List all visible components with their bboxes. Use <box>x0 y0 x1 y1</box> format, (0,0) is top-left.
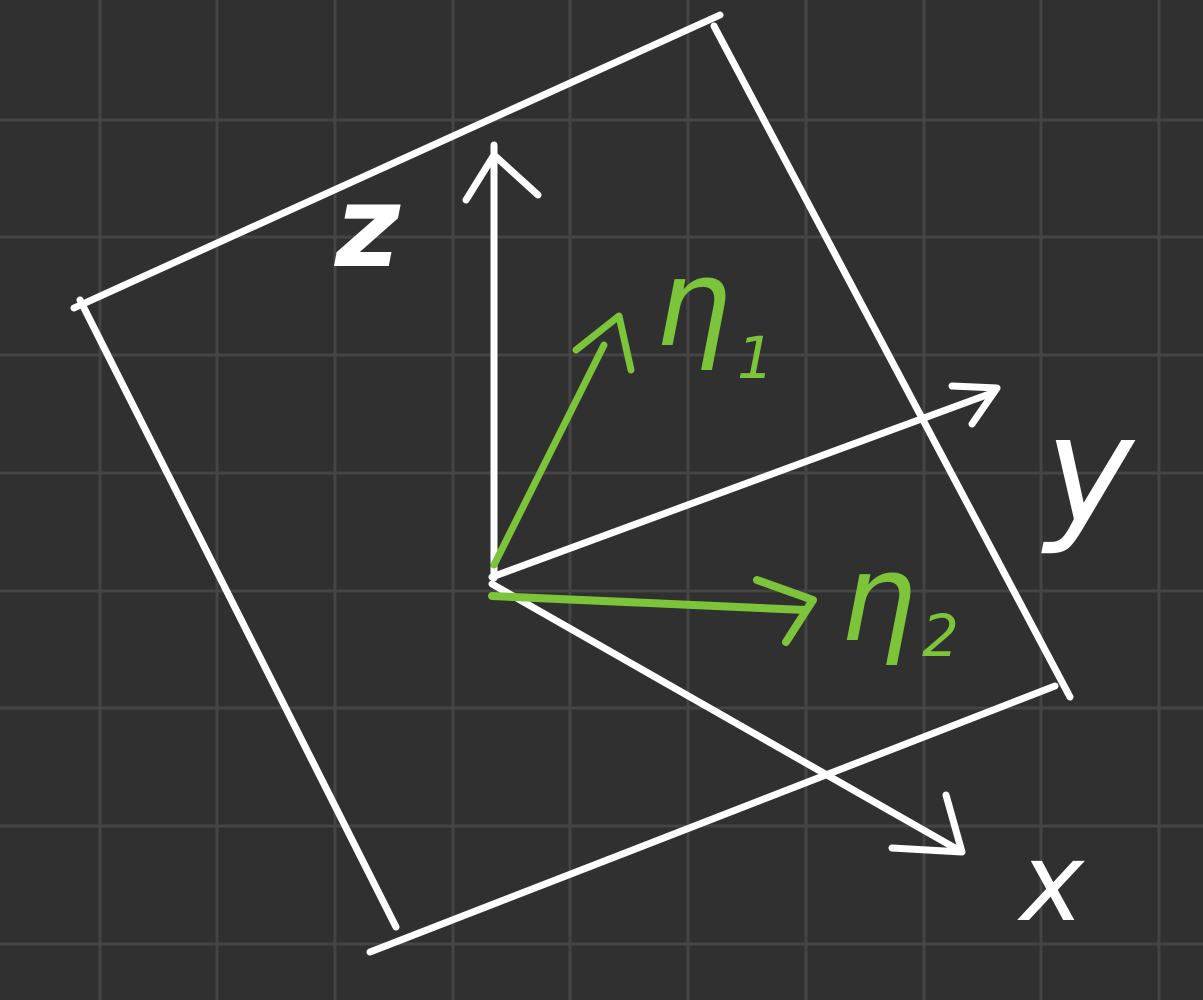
eta1-vector-arrow <box>490 312 635 569</box>
y-axis-arrow <box>488 382 1001 581</box>
eta2-label-symbol: η <box>840 530 916 669</box>
x-axis-label: x <box>1017 821 1085 946</box>
tilted-plane <box>70 11 1074 956</box>
z-axis-arrow <box>462 141 542 582</box>
x-axis-arrow <box>488 580 966 856</box>
y-axis-label: y <box>1041 384 1136 558</box>
plane-edge-left <box>76 296 400 931</box>
plane-edge-right <box>710 22 1074 701</box>
eta2-vector-arrow <box>488 576 817 646</box>
plane-edge-top <box>70 11 724 312</box>
plane-edge-bottom <box>366 682 1059 956</box>
z-axis-label: z <box>334 163 401 293</box>
eta1-label-symbol: η <box>655 235 731 374</box>
eta2-label-subscript: 2 <box>922 602 959 670</box>
eta1-label-subscript: 1 <box>737 324 774 392</box>
